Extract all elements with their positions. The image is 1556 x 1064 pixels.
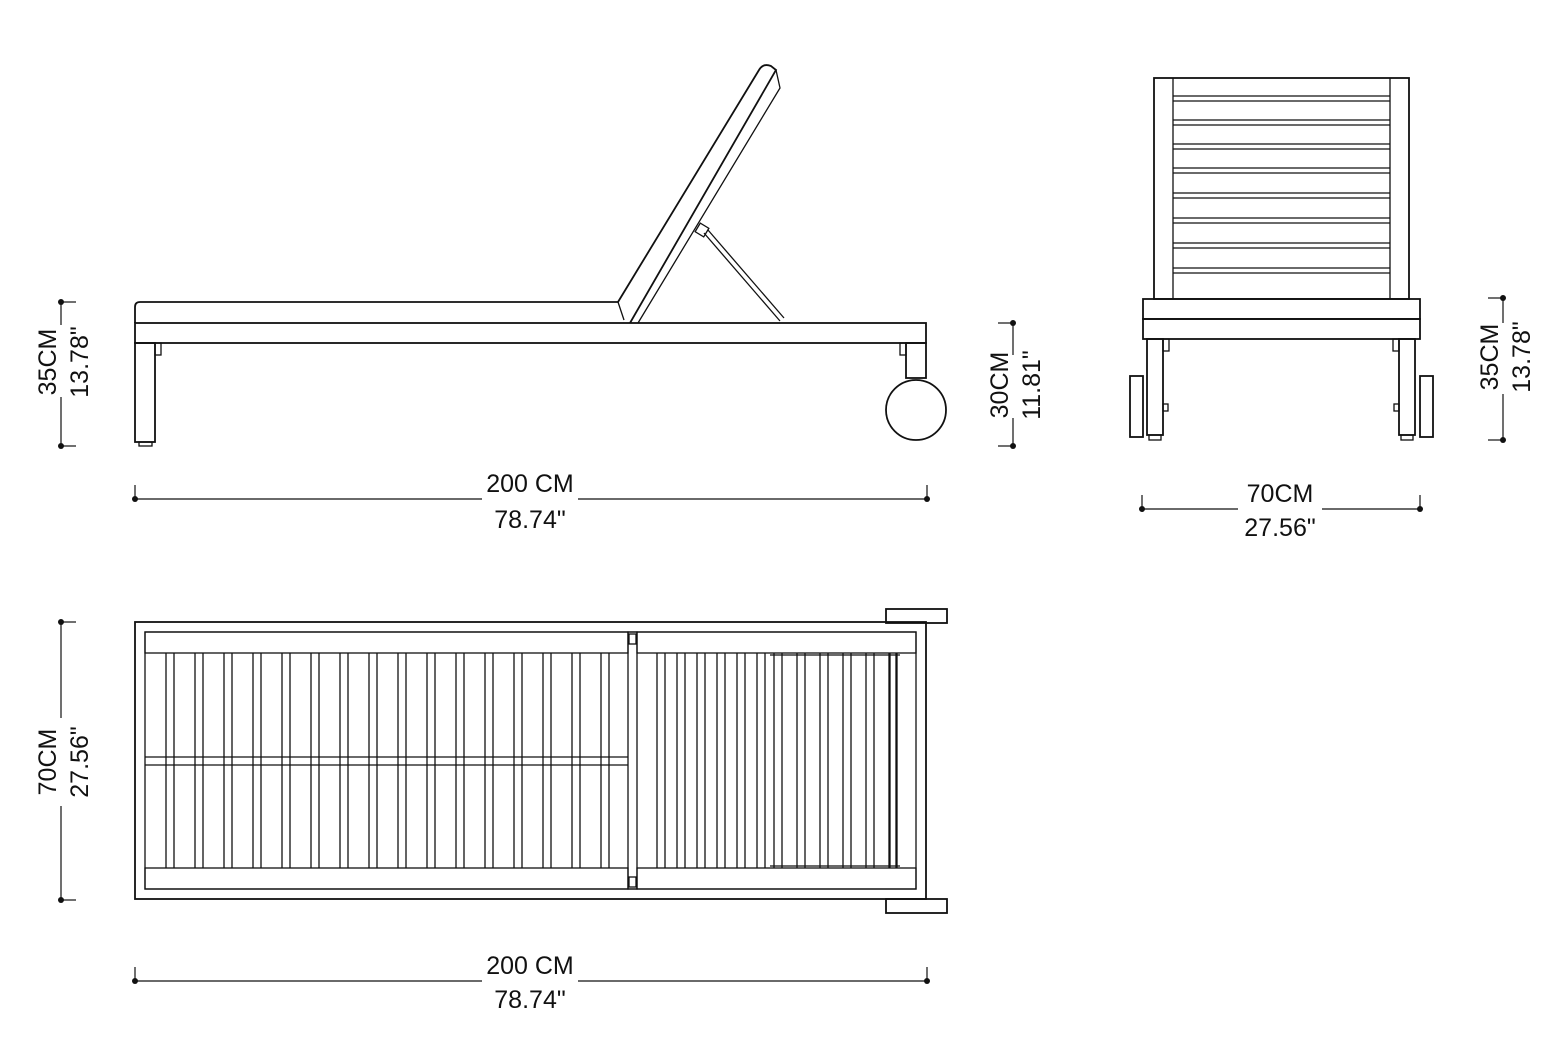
top-width-metric: 70CM (34, 729, 62, 796)
wheel-height-imperial: 11.81" (1018, 350, 1046, 420)
side-view (134, 64, 947, 447)
front-view (1129, 77, 1434, 441)
backrest-slats (1173, 95, 1390, 274)
front-width-dimension: 70CM 27.56" (1139, 480, 1423, 542)
top-length-imperial: 78.74" (494, 986, 565, 1014)
front-height-imperial: 13.78" (1508, 321, 1536, 392)
wheel-height-metric: 30CM (986, 352, 1014, 419)
side-length-metric: 200 CM (486, 470, 574, 498)
side-length-imperial: 78.74" (494, 506, 565, 534)
front-height-dimension: 35CM 13.78" (1476, 295, 1536, 443)
front-width-metric: 70CM (1247, 480, 1314, 508)
top-view (134, 608, 948, 914)
top-length-metric: 200 CM (486, 952, 574, 980)
front-height-metric: 35CM (1476, 324, 1504, 391)
side-length-dimension: 200 CM 78.74" (132, 470, 930, 534)
side-height-dimension: 35CM 13.78" (34, 299, 94, 449)
top-length-dimension: 200 CM 78.74" (132, 952, 930, 1014)
top-width-dimension: 70CM 27.56" (34, 619, 94, 903)
seat-slats (145, 653, 900, 868)
front-width-imperial: 27.56" (1244, 514, 1315, 542)
top-width-imperial: 27.56" (66, 726, 94, 797)
side-height-imperial: 13.78" (66, 326, 94, 397)
wheel-height-dimension: 30CM 11.81" (986, 320, 1046, 449)
side-height-metric: 35CM (34, 329, 62, 396)
